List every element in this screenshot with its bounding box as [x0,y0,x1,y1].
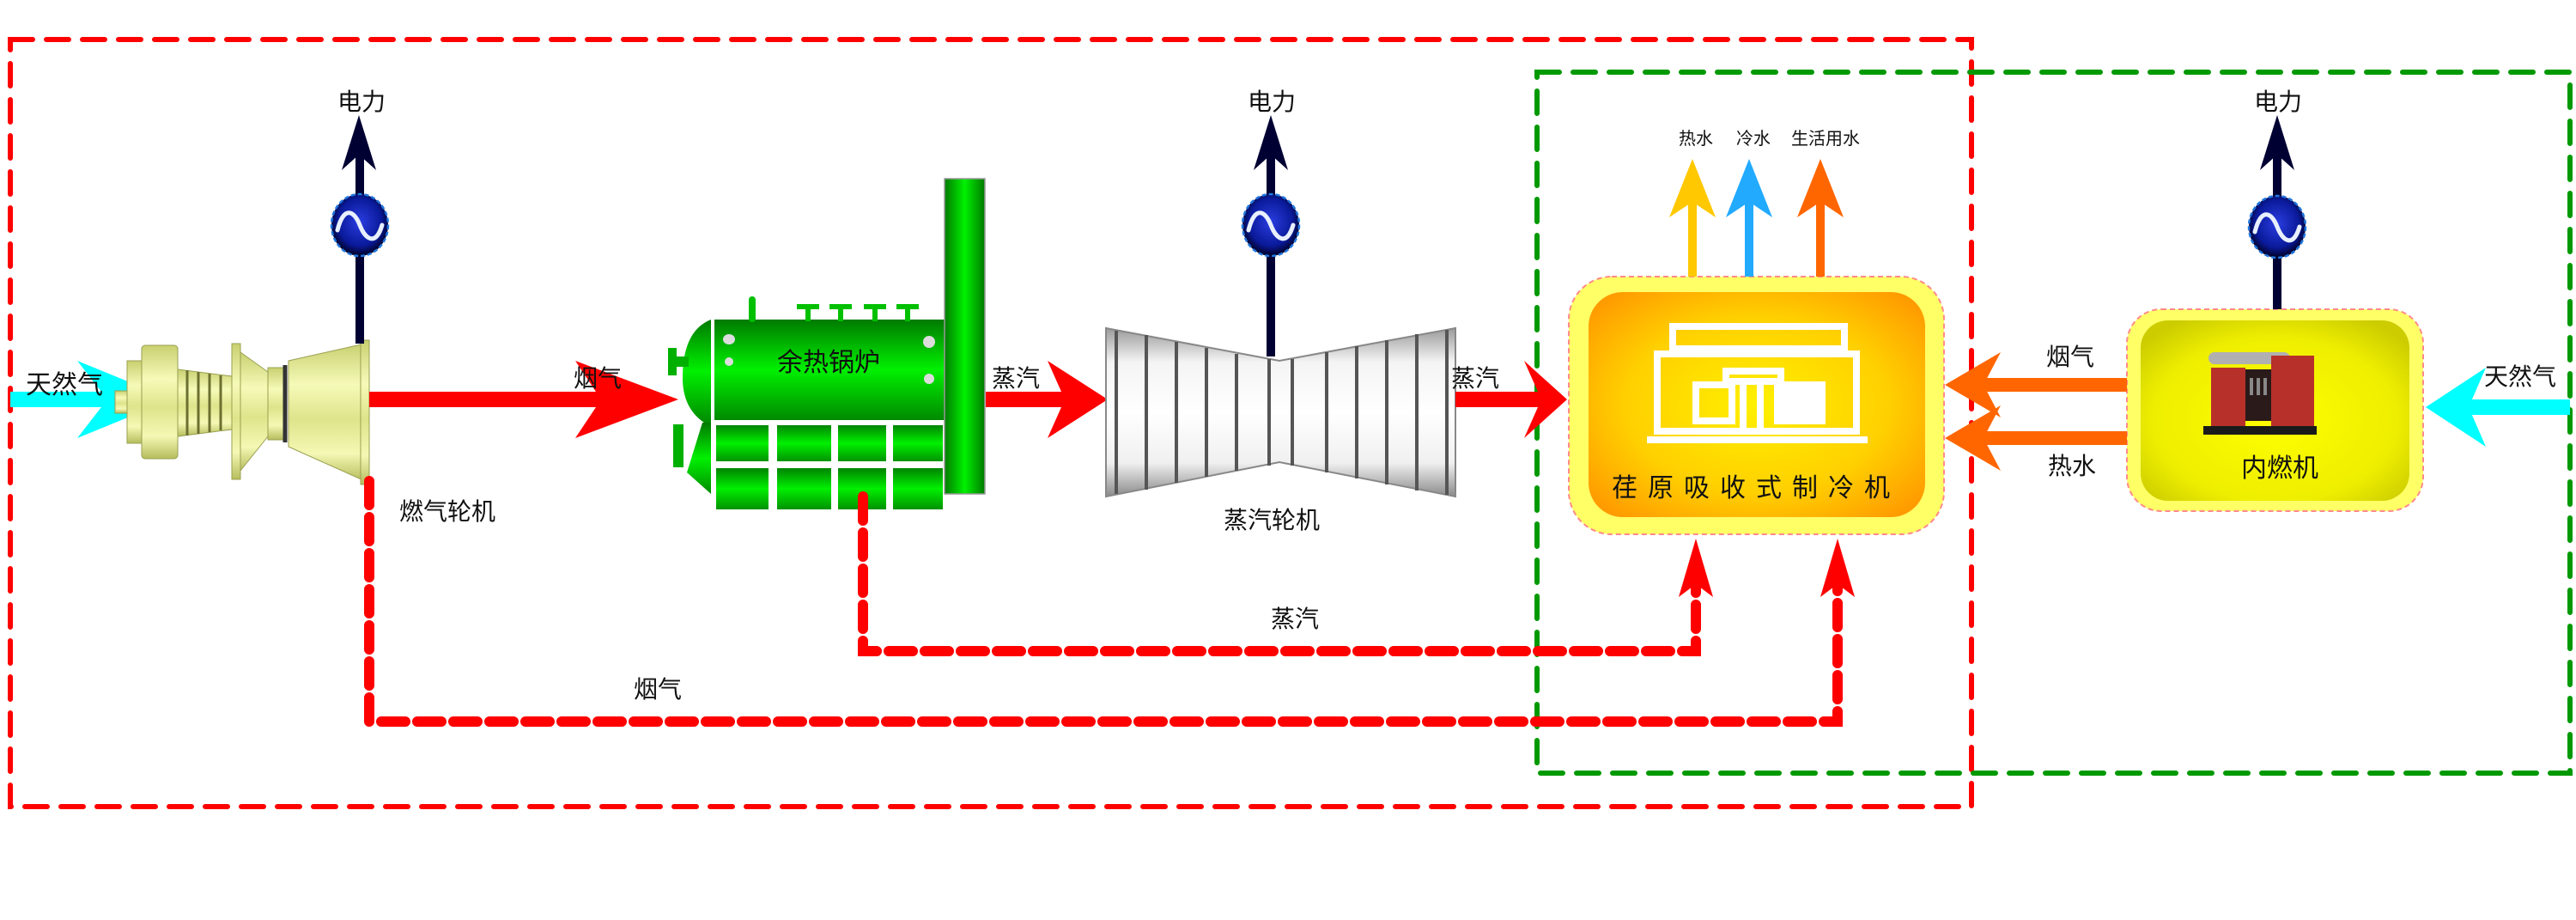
hrsg-boiler [668,178,986,513]
steam-bypass-label: 蒸汽 [1271,605,1319,633]
steam-bypass-arrowhead [1679,539,1713,597]
gt-power-arrowhead [342,115,376,170]
domestic-water-output-label: 生活用水 [1791,128,1860,149]
st-power-arrowhead [1254,115,1288,170]
steam-bypass-line [858,491,1701,656]
natural-gas-label-left: 天然气 [26,370,103,400]
hot-water-output-arrow [1669,159,1716,277]
cold-water-output-arrow [1726,159,1772,277]
gt-generator-icon [330,192,390,258]
gas-turbine-label: 燃气轮机 [399,497,495,526]
cold-water-output-label: 冷水 [1736,128,1771,149]
steam-turbine-label: 蒸汽轮机 [1224,506,1320,534]
natural-gas-arrow-right [2426,368,2570,447]
ice-flue-gas-arrow [1945,352,2127,417]
steam-label-st: 蒸汽 [1451,364,1499,393]
ice-power-arrowhead [2260,115,2294,170]
flue-gas-arrow-gt-hrsg [369,361,678,438]
absorption-chiller [1568,276,1945,535]
chiller-label: 荏原吸收式制冷机 [1612,473,1900,503]
hrsg-label: 余热锅炉 [777,348,880,378]
gt-power-label: 电力 [337,88,386,116]
st-power-label: 电力 [1248,88,1296,116]
genset-icon [2203,352,2317,435]
steam-arrow-hrsg-st [986,361,1108,438]
ice-generator-icon [2247,194,2307,259]
ice-label: 内燃机 [2241,454,2318,484]
flue-gas-bypass-arrowhead [1820,539,1855,597]
steam-arrow-st-chiller [1455,361,1567,438]
ice-power-label: 电力 [2254,88,2302,116]
steam-label-hrsg: 蒸汽 [992,364,1040,393]
steam-turbine [1105,326,1456,498]
st-generator-icon [1241,192,1301,258]
flue-gas-label-gt: 烟气 [574,364,622,393]
ice-flue-gas-label: 烟气 [2046,343,2094,371]
flue-gas-bypass-label: 烟气 [634,675,682,704]
flue-gas-bypass-line [364,476,1843,727]
gas-turbine [114,339,370,485]
domestic-water-output-arrow [1797,159,1844,277]
ice-hot-water-label: 热水 [2048,452,2096,480]
hrsg-stack [944,178,986,495]
internal-combustion-engine [2126,308,2424,512]
natural-gas-label-right: 天然气 [2484,363,2556,391]
ice-hot-water-arrow [1945,405,2127,471]
hot-water-output-label: 热水 [1679,128,1713,149]
